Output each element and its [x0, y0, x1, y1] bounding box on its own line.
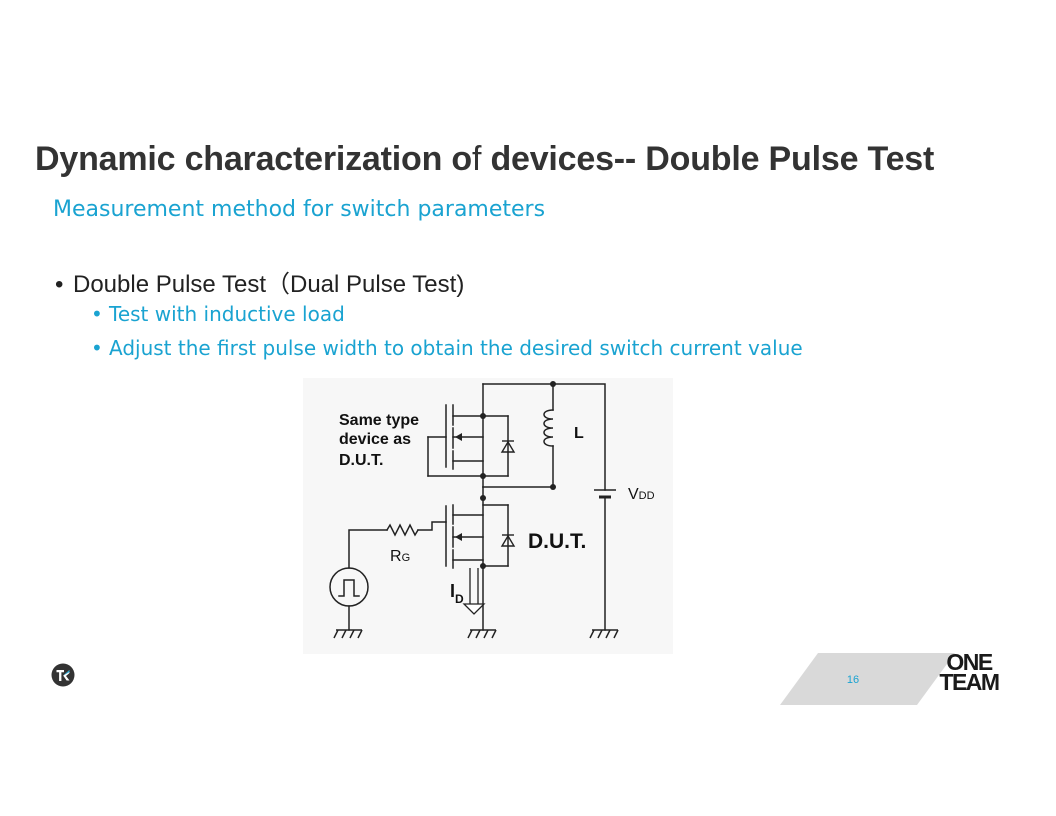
rg-label-sub: G: [402, 552, 411, 564]
gate-resistor-label: RG: [390, 548, 410, 565]
ground-symbol-dut: [467, 629, 497, 639]
page-number-box: [780, 653, 955, 705]
lower-diode-symbol: [500, 534, 516, 547]
slide-subtitle: Measurement method for switch parameters: [53, 197, 546, 222]
ground-symbol-source: [333, 629, 363, 639]
sub-bullet-item: •Test with inductive load: [91, 302, 345, 326]
upper-mosfet-arrow: [455, 433, 462, 441]
company-logo-icon: [51, 663, 75, 687]
drain-current-label: ID: [450, 581, 464, 606]
same-type-label-line3: D.U.T.: [339, 452, 383, 469]
sub-bullet-marker: •: [91, 336, 103, 360]
inductor-label: L: [574, 425, 584, 442]
top-rail-wire: [482, 383, 606, 491]
bullet-text: Double Pulse Test（Dual Pulse Test): [73, 271, 465, 298]
drain-current-arrow: [462, 603, 486, 615]
same-type-label-line2: device as: [339, 431, 411, 448]
vdd-label: VDD: [628, 486, 655, 503]
double-pulse-test-circuit-diagram: Same type device as D.U.T. L VDD D.U.T. …: [303, 378, 673, 654]
title-part-1: Dynamic characterization o: [35, 140, 472, 178]
brand-line-2: TEAM: [939, 669, 1000, 695]
title-part-2: f: [471, 140, 482, 178]
bullet-marker: •: [55, 271, 64, 298]
sub-bullet-item: •Adjust the first pulse width to obtain …: [91, 336, 803, 360]
sub-bullet-text: Adjust the first pulse width to obtain t…: [109, 336, 803, 360]
sub-bullet-text: Test with inductive load: [109, 302, 345, 326]
page-number: 16: [846, 674, 860, 686]
brand-line-1: ONE: [946, 649, 993, 675]
inductor-symbol: [543, 409, 554, 447]
same-type-label-line1: Same type: [339, 412, 419, 429]
upper-diode-symbol: [500, 440, 516, 453]
rg-label-main: R: [390, 548, 402, 565]
lower-mosfet-arrow: [455, 533, 462, 541]
id-label-main: I: [450, 581, 455, 601]
vdd-label-sub: DD: [639, 490, 655, 502]
slide-title: Dynamic characterization of devices-- Do…: [35, 140, 934, 179]
gate-resistor-symbol: [385, 523, 420, 537]
dut-label: D.U.T.: [528, 530, 586, 553]
bullet-item: • Double Pulse Test（Dual Pulse Test): [55, 264, 464, 299]
title-part-3: devices-- Double Pulse Test: [481, 140, 935, 178]
id-label-sub: D: [455, 592, 464, 606]
one-team-logo: ONE TEAM: [932, 649, 1006, 695]
vdd-label-main: V: [628, 486, 639, 503]
ground-symbol-vdd: [589, 629, 619, 639]
sub-bullet-marker: •: [91, 302, 103, 326]
